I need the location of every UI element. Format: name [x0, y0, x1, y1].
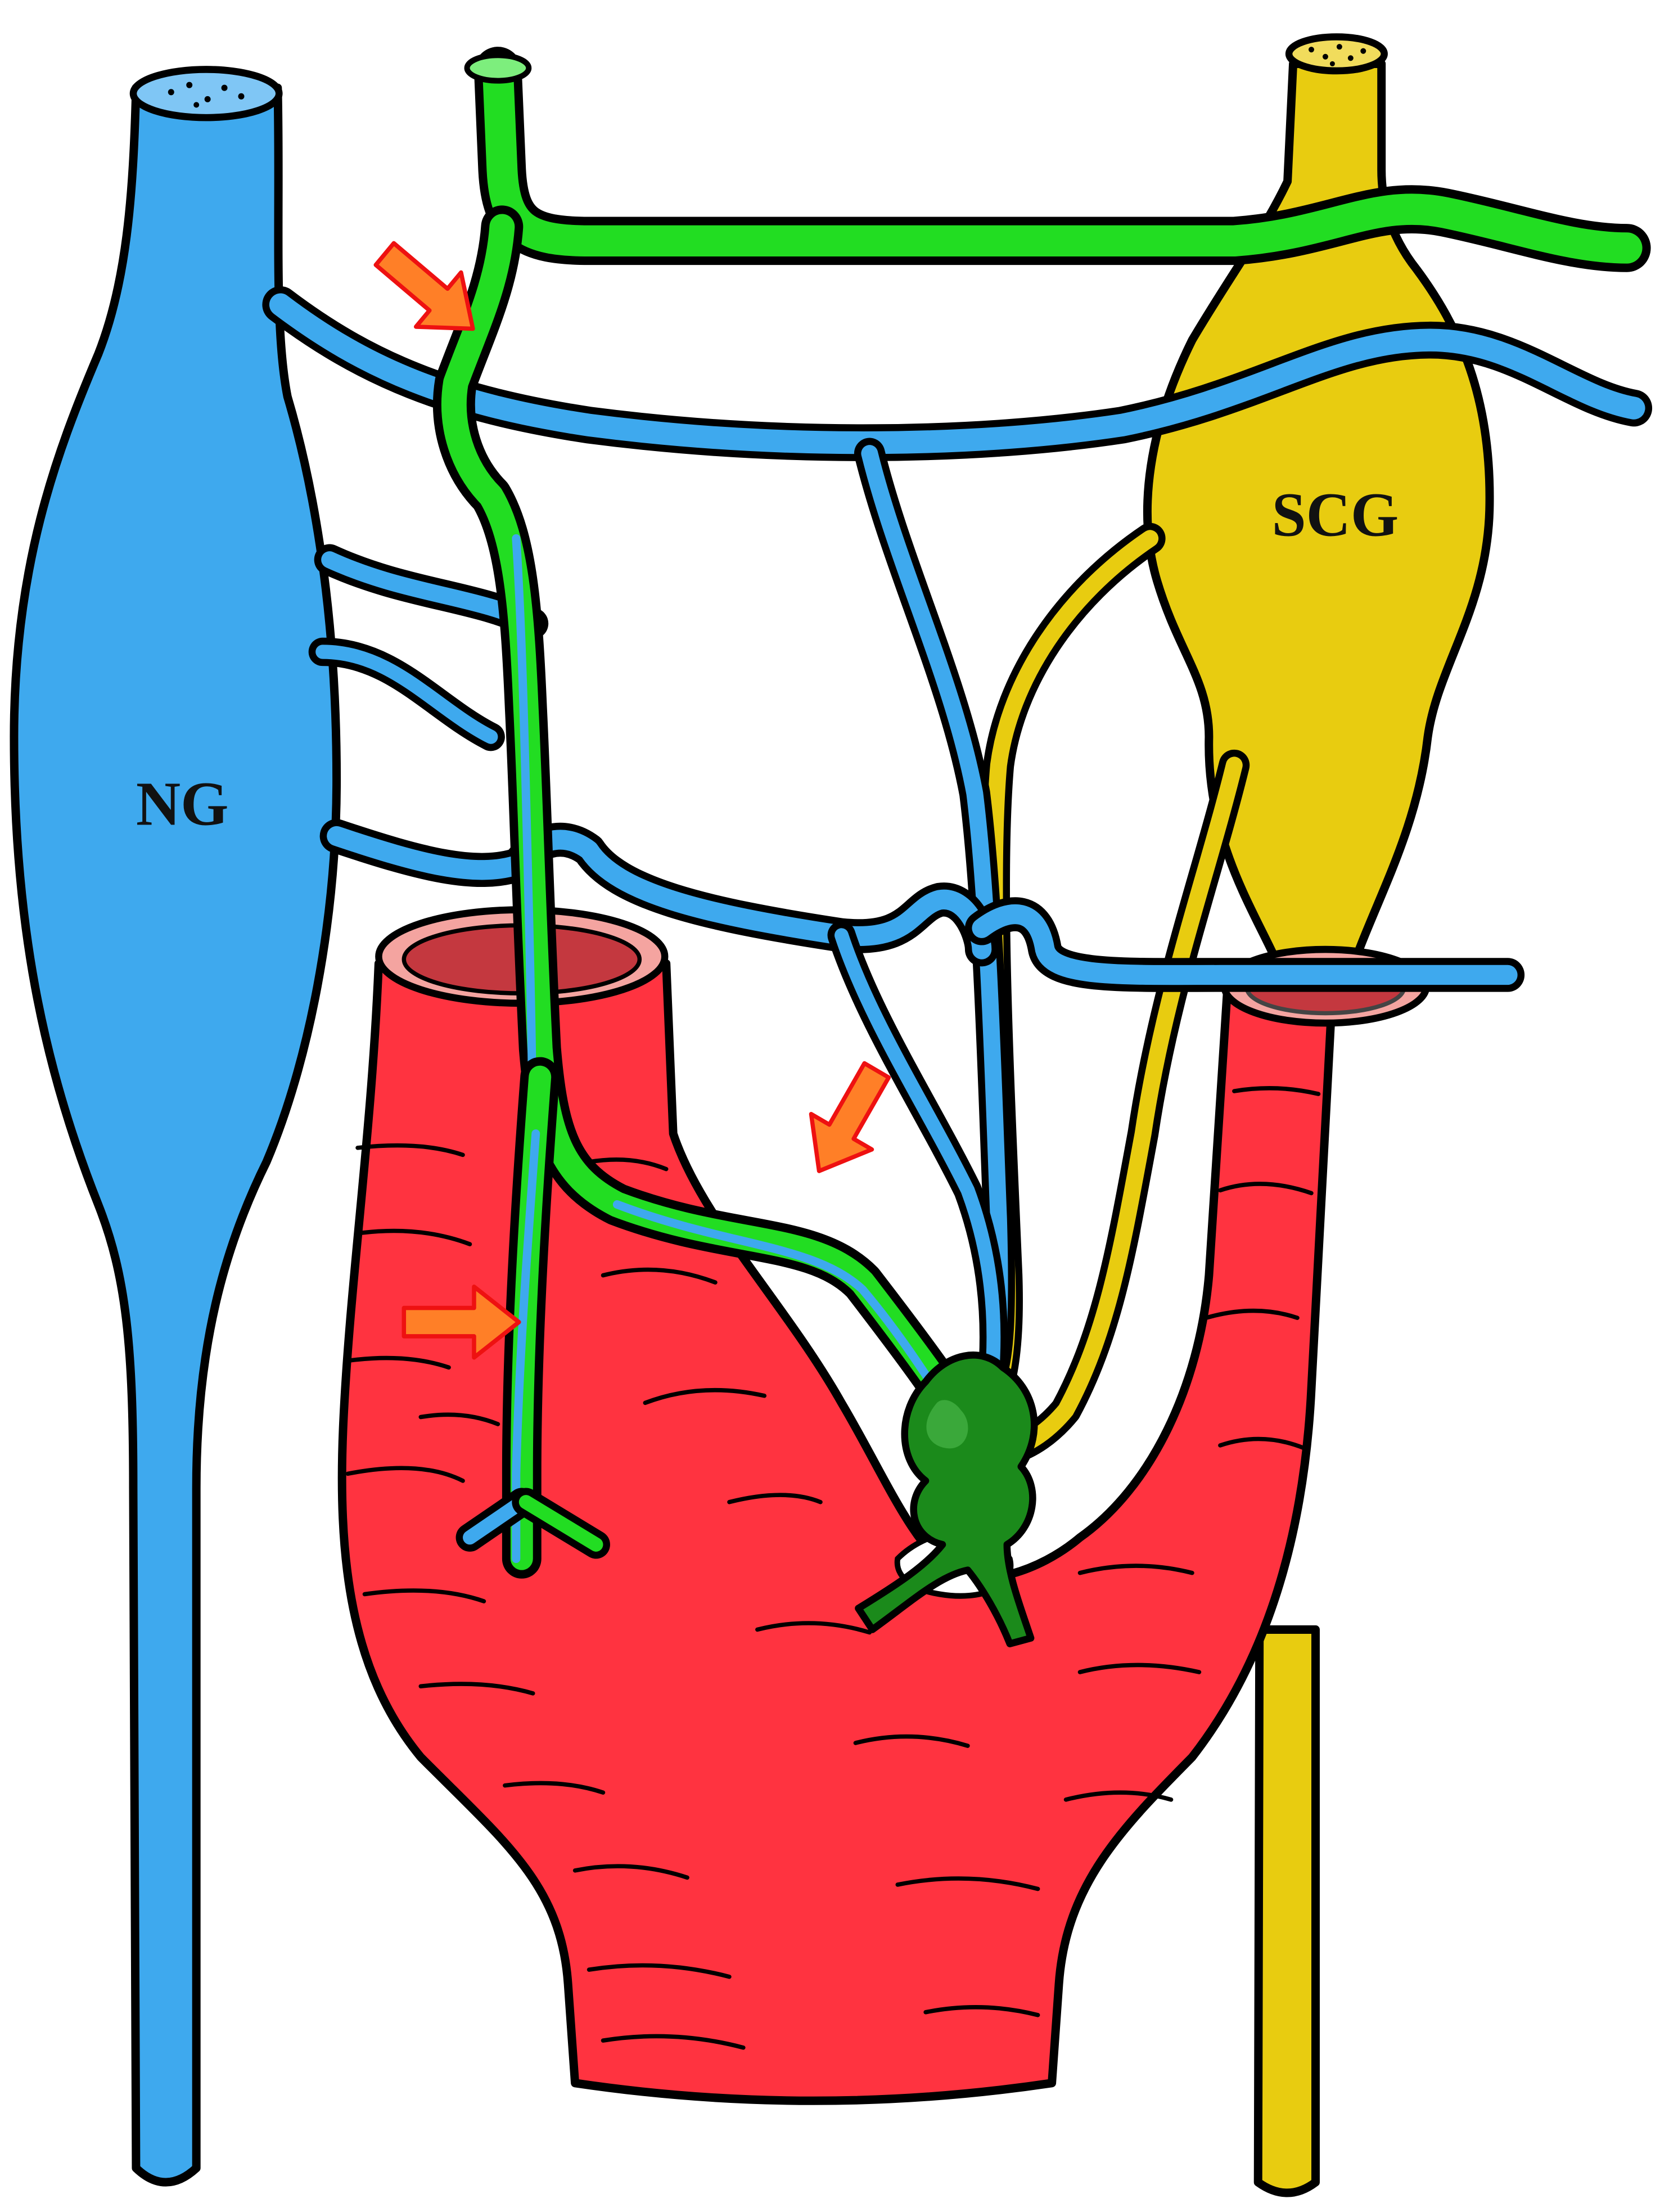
- carotid-artery-body: [337, 938, 1337, 2105]
- sympathetic-trunk-cut-end: [1285, 33, 1388, 75]
- cut-end-fiber-dots: [1309, 44, 1366, 66]
- sympathetic-trunk-lower: [1253, 1625, 1320, 2197]
- arrows: [373, 241, 891, 1360]
- nodose-ganglion-body: [10, 83, 341, 2187]
- vagus-cut-end-fiber-dots: [168, 82, 245, 108]
- nodose-ganglion: [10, 66, 341, 2187]
- carotid-body-light-patch: [926, 1400, 968, 1449]
- carotid-body: [855, 1351, 1038, 1647]
- artery-wall-folds: [345, 1086, 1321, 2050]
- label-scg: SCG: [1272, 480, 1399, 549]
- glossopharyngeal-nerve: [433, 47, 1651, 1579]
- vagus-cut-end: [129, 66, 283, 121]
- arrow-lower: [402, 1284, 521, 1360]
- arrow-middle: [809, 1061, 891, 1173]
- arrow-top: [373, 241, 475, 331]
- label-ng: NG: [136, 769, 229, 839]
- sympathetic-trunk: [1253, 1625, 1320, 2197]
- carotid-body-shape: [855, 1351, 1038, 1647]
- glossopharyngeal-cut-end: [464, 52, 532, 84]
